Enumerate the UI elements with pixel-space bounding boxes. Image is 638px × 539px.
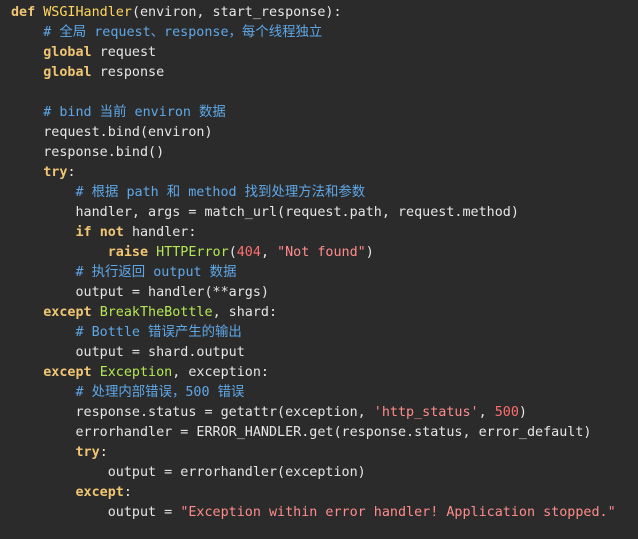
code-line-11: handler, args = match_url(request.path, … (0, 203, 638, 223)
keyword: def (11, 5, 36, 20)
code-line-12: if not handler: (0, 223, 638, 243)
comment: # Bottle 错误产生的输出 (75, 325, 242, 340)
code-text: ) (365, 245, 374, 260)
code-text: request (99, 45, 157, 60)
code-line-22: errorhandler = ERROR_HANDLER.get(respons… (0, 423, 638, 443)
code-text: handler, args = match_url(request.path, … (75, 205, 519, 220)
code-line-8: response.bind() (0, 143, 638, 163)
code-text: , (260, 245, 278, 260)
keyword: if (75, 225, 92, 240)
keyword: except (75, 485, 124, 500)
code-text: ) (518, 405, 527, 420)
keyword: except (43, 305, 92, 320)
code-line-21: response.status = getattr(exception, 'ht… (0, 403, 638, 423)
code-text: output = shard.output (75, 345, 245, 360)
function-name: WSGIHandler (43, 5, 132, 20)
comment: # 执行返回 output 数据 (75, 265, 237, 280)
comment: # 根据 path 和 method 找到处理方法和参数 (75, 185, 366, 200)
code-line-19: except Exception, exception: (0, 363, 638, 383)
number-literal: 500 (494, 405, 519, 420)
code-text: response.status = getattr(exception, (75, 405, 374, 420)
code-line-3: global request (0, 43, 638, 63)
code-line-23: try: (0, 443, 638, 463)
class-name: Exception (99, 365, 173, 380)
code-line-14: # 执行返回 output 数据 (0, 263, 638, 283)
comment: # 全局 request、response，每个线程独立 (43, 25, 323, 40)
keyword: except (43, 365, 92, 380)
code-line-4: global response (0, 63, 638, 83)
code-line-18: output = shard.output (0, 343, 638, 363)
code-line-15: output = handler(**args) (0, 283, 638, 303)
comment: # bind 当前 environ 数据 (43, 105, 226, 120)
code-text: response (99, 65, 165, 80)
code-text: (environ, start_response): (131, 5, 342, 20)
code-line-16: except BreakTheBottle, shard: (0, 303, 638, 323)
string-literal: 'http_status' (373, 405, 479, 420)
code-text: , shard: (212, 305, 278, 320)
number-literal: 404 (236, 245, 261, 260)
code-line-7: request.bind(environ) (0, 123, 638, 143)
code-text: : (99, 445, 108, 460)
code-line-2: # 全局 request、response，每个线程独立 (0, 23, 638, 43)
comment: # 处理内部错误，500 错误 (75, 385, 245, 400)
keyword: try (43, 165, 68, 180)
class-name: BreakTheBottle (99, 305, 213, 320)
code-text: , (478, 405, 495, 420)
code-text: : (67, 165, 76, 180)
code-line-9: try: (0, 163, 638, 183)
code-text: handler: (131, 225, 197, 240)
code-text: ( (228, 245, 237, 260)
keyword: global (43, 45, 92, 60)
code-text: : (123, 485, 132, 500)
code-line-20: # 处理内部错误，500 错误 (0, 383, 638, 403)
code-line-5-blank (0, 83, 638, 103)
keyword: try (75, 445, 100, 460)
code-line-17: # Bottle 错误产生的输出 (0, 323, 638, 343)
code-line-25: except: (0, 483, 638, 503)
string-literal: "Not found" (277, 245, 366, 260)
code-text: response.bind() (43, 145, 165, 160)
code-line-13: raise HTTPError(404, "Not found") (0, 243, 638, 263)
keyword: not (99, 225, 124, 240)
code-text: , exception: (172, 365, 269, 380)
keyword: global (43, 65, 92, 80)
code-line-1: def WSGIHandler(environ, start_response)… (0, 3, 638, 23)
code-line-24: output = errorhandler(exception) (0, 463, 638, 483)
code-text: output = handler(**args) (75, 285, 269, 300)
code-text: output = errorhandler(exception) (107, 465, 366, 480)
code-text: output = (107, 505, 181, 520)
code-line-6: # bind 当前 environ 数据 (0, 103, 638, 123)
keyword: raise (107, 245, 149, 260)
code-line-26: output = "Exception within error handler… (0, 503, 638, 523)
code-line-10: # 根据 path 和 method 找到处理方法和参数 (0, 183, 638, 203)
code-text: request.bind(environ) (43, 125, 213, 140)
string-literal: "Exception within error handler! Applica… (180, 505, 616, 520)
class-name: HTTPError (156, 245, 229, 260)
code-text: errorhandler = ERROR_HANDLER.get(respons… (75, 425, 592, 440)
